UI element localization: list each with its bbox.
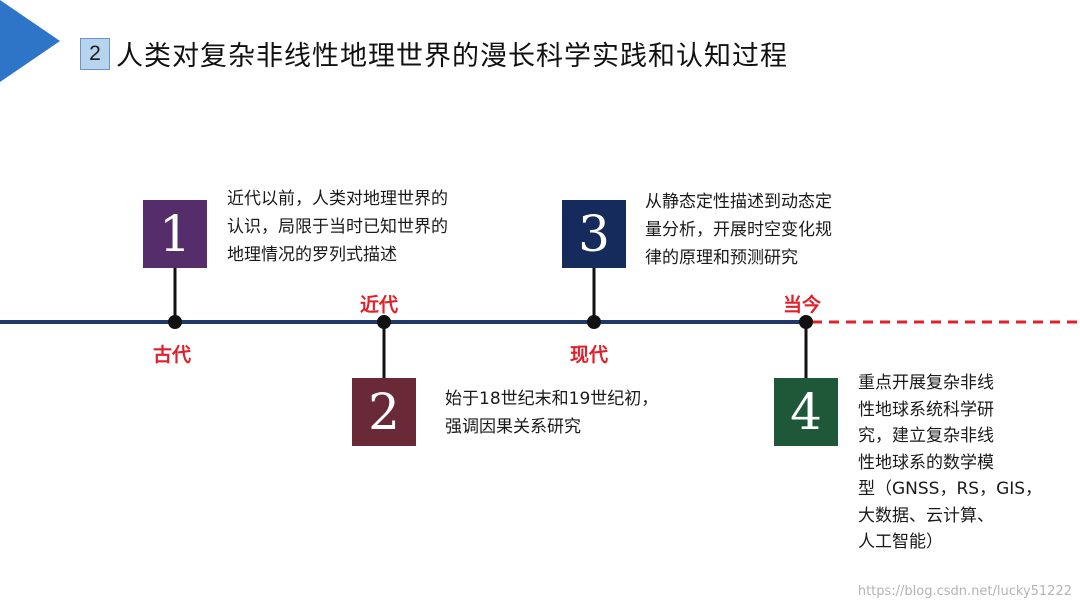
description-line: 律的原理和预测研究 — [645, 248, 798, 268]
description-line: 近代以前，人类对地理世界的 — [227, 189, 448, 209]
era-label-present: 当今 — [783, 294, 822, 316]
stage-3-description: 从静态定性描述到动态定 量分析，开展时空变化规 律的原理和预测研究 — [645, 188, 832, 272]
timeline-node-present — [799, 315, 813, 329]
timeline-node-modern — [377, 315, 391, 329]
description-line: 型（GNSS，RS，GIS， — [858, 479, 1043, 499]
description-line: 究，建立复杂非线 — [858, 426, 994, 446]
description-line: 重点开展复杂非线 — [858, 373, 994, 393]
stage-3-box: 3 — [562, 200, 626, 268]
description-line: 认识，局限于当时已知世界的 — [227, 217, 448, 237]
era-label-modern: 近代 — [360, 294, 399, 316]
description-line: 始于18世纪末和19世纪初， — [445, 389, 659, 409]
description-line: 大数据、云计算、 — [858, 505, 994, 526]
era-label-ancient: 古代 — [153, 344, 192, 366]
description-line: 地理情况的罗列式描述 — [227, 245, 397, 265]
era-label-contemporary: 现代 — [570, 344, 609, 366]
corner-arrow-decoration — [0, 0, 60, 82]
stage-2-box: 2 — [352, 378, 416, 446]
timeline-node-ancient — [168, 315, 182, 329]
description-line: 人工智能） — [858, 532, 943, 552]
stage-2-description: 始于18世纪末和19世纪初， 强调因果关系研究 — [445, 385, 658, 441]
stage-4-description: 重点开展复杂非线 性地球系统科学研 究，建立复杂非线 性地球系的数学模 型（GN… — [858, 370, 1042, 556]
stage-1-box: 1 — [143, 200, 207, 268]
description-line: 性地球系统科学研 — [858, 399, 994, 420]
description-line: 性地球系的数学模 — [858, 452, 994, 473]
section-number-badge: 2 — [80, 38, 110, 70]
description-line: 从静态定性描述到动态定 — [645, 192, 832, 212]
timeline-node-contemporary — [587, 315, 601, 329]
description-line: 强调因果关系研究 — [445, 417, 581, 437]
description-line: 量分析，开展时空变化规 — [645, 220, 832, 240]
stage-4-box: 4 — [774, 378, 838, 446]
watermark: https://blog.csdn.net/lucky51222 — [857, 584, 1072, 599]
stage-1-description: 近代以前，人类对地理世界的 认识，局限于当时已知世界的 地理情况的罗列式描述 — [227, 185, 448, 269]
page-title: 人类对复杂非线性地理世界的漫长科学实践和认知过程 — [116, 41, 788, 72]
